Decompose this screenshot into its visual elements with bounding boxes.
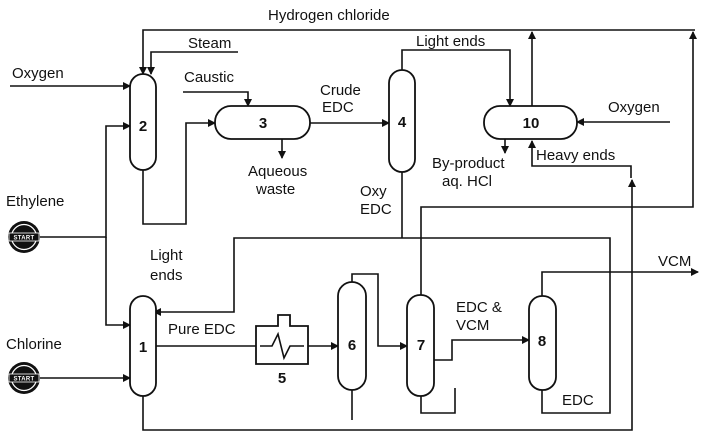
byproduct-label-line1: By-product [432,155,505,172]
stream-labels: Hydrogen chloride Steam Oxygen Caustic C… [6,7,691,409]
vcm-product-line [541,268,699,296]
unit-2-vessel [129,73,157,171]
unit-4-number: 4 [398,114,407,131]
unit6-to-unit7-line [351,273,408,350]
edc-vcm-line [434,336,530,361]
ethylene-label: Ethylene [6,193,64,210]
unit-3-number: 3 [259,115,267,132]
oxy-edc-label-line2: EDC [360,201,392,218]
caustic-label: Caustic [184,69,235,86]
hydrogen-chloride-label: Hydrogen chloride [268,7,390,24]
unit-2-number: 2 [139,118,147,135]
bottom-recycle-loop [142,179,636,431]
unit-1-vessel [129,295,157,397]
light-ends-to-10-line [401,49,514,107]
ethylene-start-badge: START [8,221,40,253]
furnace-coil-icon [260,331,304,361]
aqueous-waste-label-line1: Aqueous [248,163,307,180]
vcm-label: VCM [658,253,691,270]
hcl-recycle-line [139,29,695,75]
light-ends-top-label: Light ends [416,33,485,50]
light-ends-return-line [153,237,611,316]
pure-edc-label: Pure EDC [168,321,236,338]
chlorine-label: Chlorine [6,336,62,353]
edc-vcm-label-line1: EDC & [456,299,502,316]
byproduct-label-line2: aq. HCl [442,173,492,190]
steam-label: Steam [188,35,231,52]
start-badge-band [8,373,40,383]
unit-7-vessel [406,294,435,397]
start-badge-band [8,232,40,242]
edc-bottom-label: EDC [562,392,594,409]
unit-5-furnace [255,314,309,365]
edc-return-line [541,270,611,414]
unit-8-vessel [528,295,557,391]
light-ends-label-line1: Light [150,247,183,264]
unit-1-number: 1 [139,339,147,356]
unit-10-vessel [483,105,578,140]
chlorine-start-badge: START [8,362,40,394]
oxygen-left-label: Oxygen [12,65,64,82]
unit-4-vessel [388,69,416,173]
light-ends-label-line2: ends [150,267,183,284]
caustic-line [183,91,252,107]
start-badge-text: START [13,236,34,242]
unit-numbers: 2 1 3 4 10 5 6 7 8 [139,114,546,387]
unit-10-number: 10 [523,115,540,132]
unit-8-number: 8 [538,333,546,350]
heavy-ends-line [528,140,632,178]
unit-5-number: 5 [278,370,286,387]
edc-vcm-label-line2: VCM [456,317,489,334]
unit-7-number: 7 [417,337,425,354]
unit7-bottom-line [420,388,456,414]
ethylene-line [40,122,131,238]
oxygen-right-label: Oxygen [608,99,660,116]
unit2-to-unit3-line [142,119,216,225]
start-badge-text: START [13,377,34,383]
unit-6-vessel [337,281,367,391]
aqueous-waste-label-line2: waste [255,181,295,198]
flow-lines [10,29,699,431]
unit-3-vessel [214,105,311,140]
oxy-edc-label-line1: Oxy [360,183,387,200]
ethylene-to-unit1 [105,237,131,329]
vessels [129,69,578,397]
steam-line [147,51,238,75]
hcl-recycle-riser [420,31,697,295]
unit-6-number: 6 [348,337,356,354]
crude-edc-label-line1: Crude [320,82,361,99]
heavy-ends-label: Heavy ends [536,147,615,164]
crude-edc-label-line2: EDC [322,99,354,116]
